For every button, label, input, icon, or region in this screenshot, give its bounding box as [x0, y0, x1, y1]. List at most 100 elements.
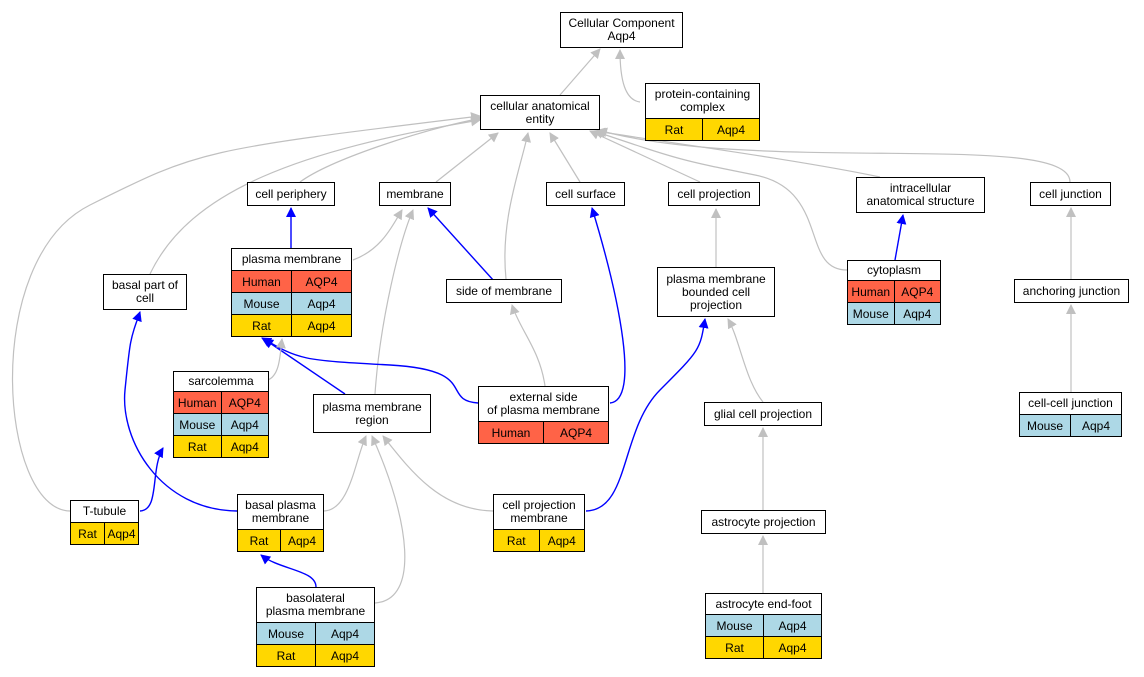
species-cell: Mouse	[716, 618, 753, 633]
node-title: Cellular Component Aqp4	[568, 16, 675, 43]
edge-sarc-to-pm	[267, 338, 286, 381]
gene-cell: AQP4	[543, 422, 608, 443]
gene-cell: Aqp4	[763, 637, 821, 658]
node-pmr[interactable]: plasma membrane region	[313, 394, 431, 433]
node-cs[interactable]: cell surface	[546, 182, 625, 206]
edge-bpm-to-bpc	[123, 311, 238, 512]
node-title: basolateral plasma membrane	[265, 591, 366, 618]
species-cell: Mouse	[179, 417, 216, 432]
edge-som-to-mem	[427, 207, 495, 282]
species-cell: Rat	[664, 122, 684, 137]
node-title: cell projection	[677, 186, 751, 201]
edge-gcp-to-pmbcp	[727, 318, 764, 403]
species-cell: Human	[851, 284, 891, 299]
gene-cell: Aqp4	[893, 303, 941, 324]
species-cell: Human	[491, 425, 531, 440]
species-cell: Mouse	[243, 296, 280, 311]
node-title: basal plasma membrane	[245, 498, 316, 525]
gene-cell: Aqp4	[763, 615, 821, 636]
gene-cell: AQP4	[220, 392, 269, 413]
node-cc[interactable]: Cellular Component Aqp4	[560, 12, 683, 48]
node-ias[interactable]: intracellular anatomical structure	[856, 177, 985, 213]
edge-pm-to-mem	[352, 209, 403, 261]
species-cell: Rat	[276, 648, 296, 663]
gene-cell: Aqp4	[291, 315, 351, 336]
node-mem[interactable]: membrane	[379, 182, 451, 206]
edge-espm-to-som	[509, 304, 546, 387]
gene-cell: Aqp4	[104, 523, 138, 544]
annotation-row: Rat Aqp4	[238, 529, 323, 551]
node-gcp[interactable]: glial cell projection	[704, 402, 822, 426]
edge-tt-to-sarc	[139, 447, 164, 512]
node-pmbcp[interactable]: plasma membrane bounded cell projection	[657, 267, 775, 317]
node-title: astrocyte projection	[711, 514, 816, 529]
node-title: plasma membrane	[241, 252, 342, 266]
node-aj[interactable]: anchoring junction	[1014, 279, 1129, 303]
node-title: cell projection membrane	[502, 498, 576, 525]
edge-cs-to-cae	[549, 132, 581, 183]
node-bpc[interactable]: basal part of cell	[103, 274, 187, 310]
node-title: membrane	[386, 186, 444, 201]
node-title: basal part of cell	[111, 278, 179, 305]
edge-som-to-cae	[504, 132, 531, 280]
node-title: T-tubule	[82, 504, 127, 518]
edge-espm-to-pm	[261, 337, 479, 404]
node-title: cellular anatomical entity	[490, 98, 590, 126]
node-title: cell junction	[1039, 186, 1102, 201]
gene-cell: Aqp4	[220, 436, 269, 457]
node-title: anchoring junction	[1022, 283, 1121, 298]
species-cell: Rat	[78, 526, 97, 541]
node-cproj[interactable]: cell projection	[668, 182, 760, 206]
node-som[interactable]: side of membrane	[446, 279, 562, 303]
node-title: cell surface	[555, 186, 616, 201]
species-cell: Rat	[249, 533, 269, 548]
species-cell: Human	[177, 395, 217, 410]
edge-blpm-to-bpm	[260, 554, 317, 588]
edge-pmr-to-mem	[374, 209, 415, 395]
node-ap[interactable]: astrocyte projection	[701, 510, 826, 534]
annotation-row: Rat Aqp4	[646, 118, 759, 140]
gene-cell: AQP4	[893, 281, 941, 302]
node-title: plasma membrane bounded cell projection	[666, 271, 766, 312]
node-cp[interactable]: cell periphery	[247, 182, 335, 206]
node-cj[interactable]: cell junction	[1030, 182, 1111, 206]
species-cell: Rat	[187, 439, 207, 454]
gene-cell: Aqp4	[702, 119, 759, 140]
node-title: cytoplasm	[866, 263, 922, 277]
node-title: intracellular anatomical structure	[866, 181, 975, 208]
gene-cell: AQP4	[291, 271, 351, 292]
edge-cyt-to-ias	[894, 214, 907, 261]
annotation-row: Human AQP4	[479, 421, 608, 443]
edge-blpm-to-pmr	[371, 435, 406, 604]
annotation-row: Rat Aqp4	[174, 435, 268, 457]
gene-cell: Aqp4	[1070, 415, 1121, 436]
edge-cae-to-cc	[559, 48, 601, 96]
node-cae[interactable]: cellular anatomical entity	[480, 95, 600, 130]
gene-cell: Aqp4	[280, 530, 323, 551]
edge-espm-to-cs	[589, 207, 626, 404]
edge-cyt-to-cae	[593, 129, 848, 271]
node-title: cell-cell junction	[1028, 396, 1113, 410]
gene-cell: Aqp4	[315, 623, 374, 644]
